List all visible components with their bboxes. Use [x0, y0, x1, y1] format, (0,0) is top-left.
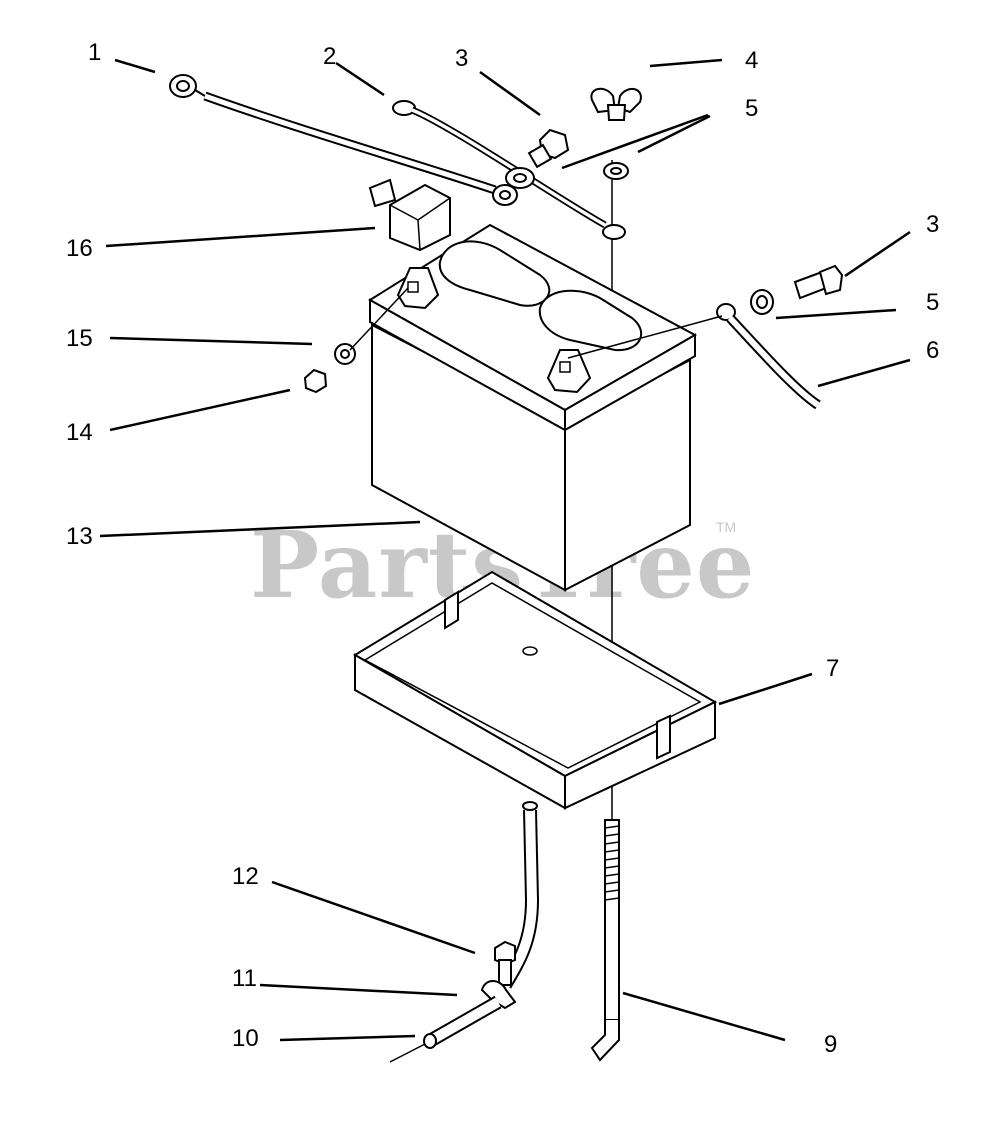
tray-support-rod — [389, 801, 540, 1063]
callout-14: 14 — [66, 419, 93, 446]
callout-3b: 3 — [926, 211, 939, 238]
leader-lines — [99, 58, 911, 1042]
hold-down-rod — [590, 160, 620, 1062]
callout-6: 6 — [926, 337, 939, 364]
callout-2: 2 — [323, 43, 336, 70]
terminal-cover — [368, 178, 451, 252]
callout-15: 15 — [66, 325, 93, 352]
battery — [368, 223, 698, 592]
callout-11: 11 — [232, 965, 257, 992]
wing-nut — [590, 87, 642, 180]
battery-tray — [353, 570, 718, 810]
nut-and-washer — [303, 287, 409, 394]
callout-1: 1 — [88, 39, 101, 66]
callout-3: 3 — [455, 45, 468, 72]
battery-cable-1 — [169, 74, 518, 206]
callout-10: 10 — [232, 1025, 259, 1052]
callout-9: 9 — [824, 1031, 837, 1058]
callout-4: 4 — [745, 47, 758, 74]
callout-16: 16 — [66, 235, 93, 262]
callout-5b: 5 — [926, 289, 939, 316]
callout-12: 12 — [232, 863, 259, 890]
watermark-tm: TM — [716, 519, 736, 535]
positive-cable-assembly — [567, 264, 844, 410]
callout-5: 5 — [745, 95, 758, 122]
hold-down-strap — [392, 100, 626, 240]
bolt-top — [505, 128, 570, 189]
callout-13: 13 — [66, 523, 93, 550]
callout-7: 7 — [826, 655, 839, 682]
